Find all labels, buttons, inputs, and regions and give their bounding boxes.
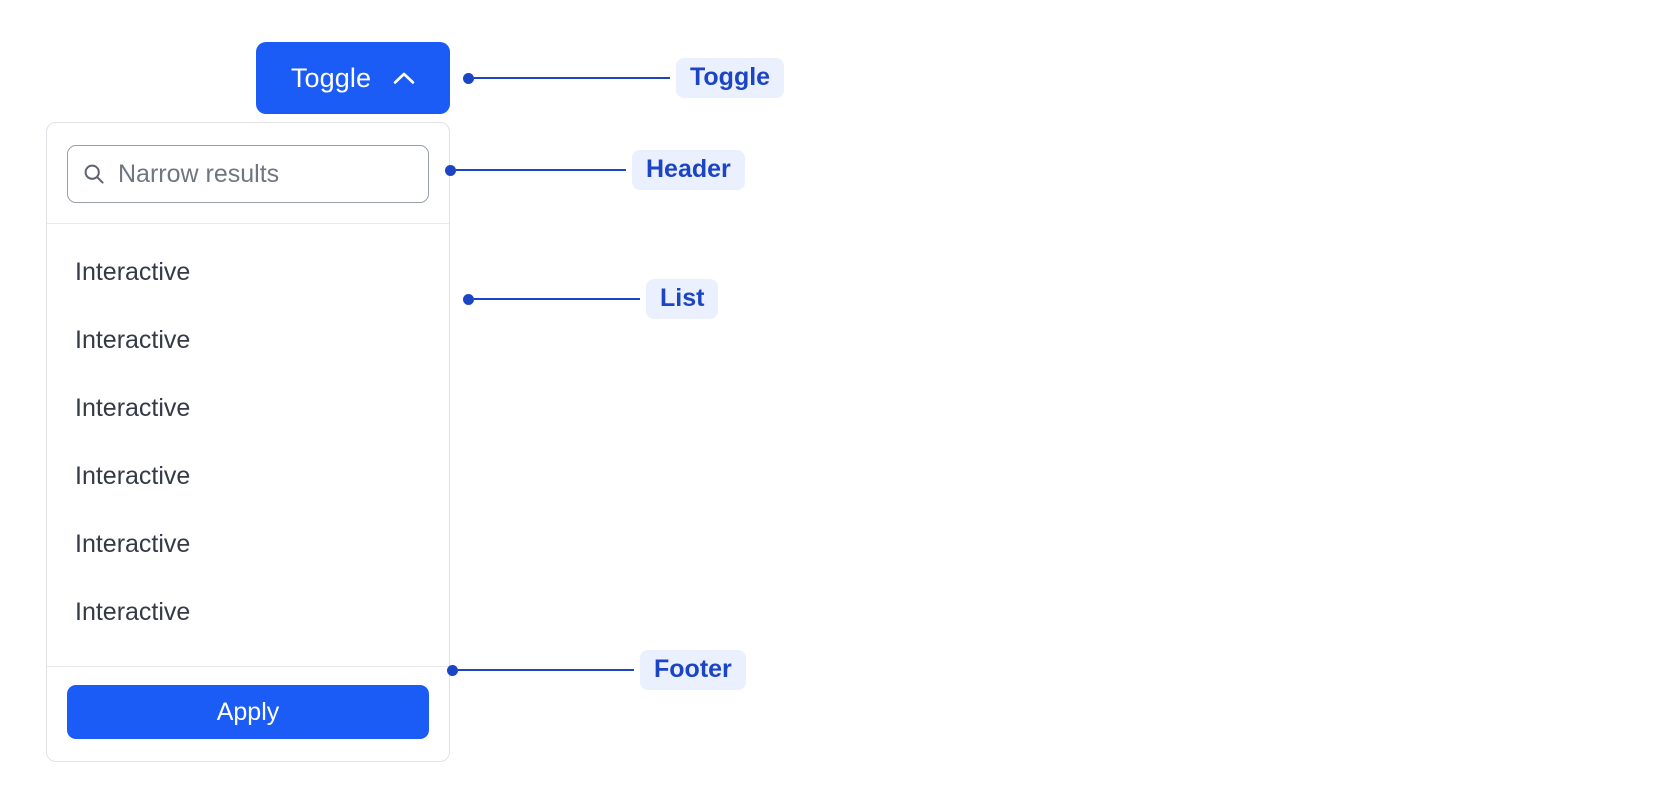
annotation-leader-line — [474, 298, 640, 300]
chevron-up-icon — [393, 71, 415, 85]
list-item[interactable]: Interactive — [47, 578, 449, 646]
toggle-button[interactable]: Toggle — [256, 42, 450, 114]
list-item-label: Interactive — [75, 393, 191, 422]
annotation-footer: Footer — [447, 649, 746, 691]
dropdown-header — [47, 123, 449, 224]
search-input[interactable] — [118, 159, 414, 189]
dropdown-list: Interactive Interactive Interactive Inte… — [47, 224, 449, 666]
list-item[interactable]: Interactive — [47, 238, 449, 306]
list-item[interactable]: Interactive — [47, 306, 449, 374]
annotation-label-list: List — [646, 278, 719, 320]
annotation-leader-line — [474, 77, 670, 79]
annotation-label-footer: Footer — [640, 649, 746, 691]
dropdown-panel: Interactive Interactive Interactive Inte… — [46, 122, 450, 762]
annotation-list: List — [463, 278, 719, 320]
annotation-dot-icon — [447, 664, 458, 676]
annotation-header: Header — [445, 149, 745, 191]
annotation-toggle: Toggle — [463, 57, 785, 99]
annotation-dot-icon — [463, 293, 474, 305]
list-item[interactable]: Interactive — [47, 510, 449, 578]
annotation-dot-icon — [445, 164, 456, 176]
annotation-dot-icon — [463, 72, 474, 84]
list-item-label: Interactive — [75, 529, 191, 558]
annotation-leader-line — [456, 169, 626, 171]
list-item-label: Interactive — [75, 461, 191, 490]
apply-button[interactable]: Apply — [67, 685, 429, 739]
list-item-label: Interactive — [75, 597, 191, 626]
search-box[interactable] — [67, 145, 429, 203]
annotation-label-header: Header — [632, 149, 745, 191]
toggle-button-label: Toggle — [290, 62, 372, 93]
list-item-label: Interactive — [75, 257, 191, 286]
dropdown-footer: Apply — [47, 666, 449, 761]
list-item-label: Interactive — [75, 325, 191, 354]
search-icon — [82, 162, 106, 186]
annotation-leader-line — [458, 669, 634, 671]
annotation-label-toggle: Toggle — [676, 57, 785, 99]
list-item[interactable]: Interactive — [47, 442, 449, 510]
list-item[interactable]: Interactive — [47, 374, 449, 442]
